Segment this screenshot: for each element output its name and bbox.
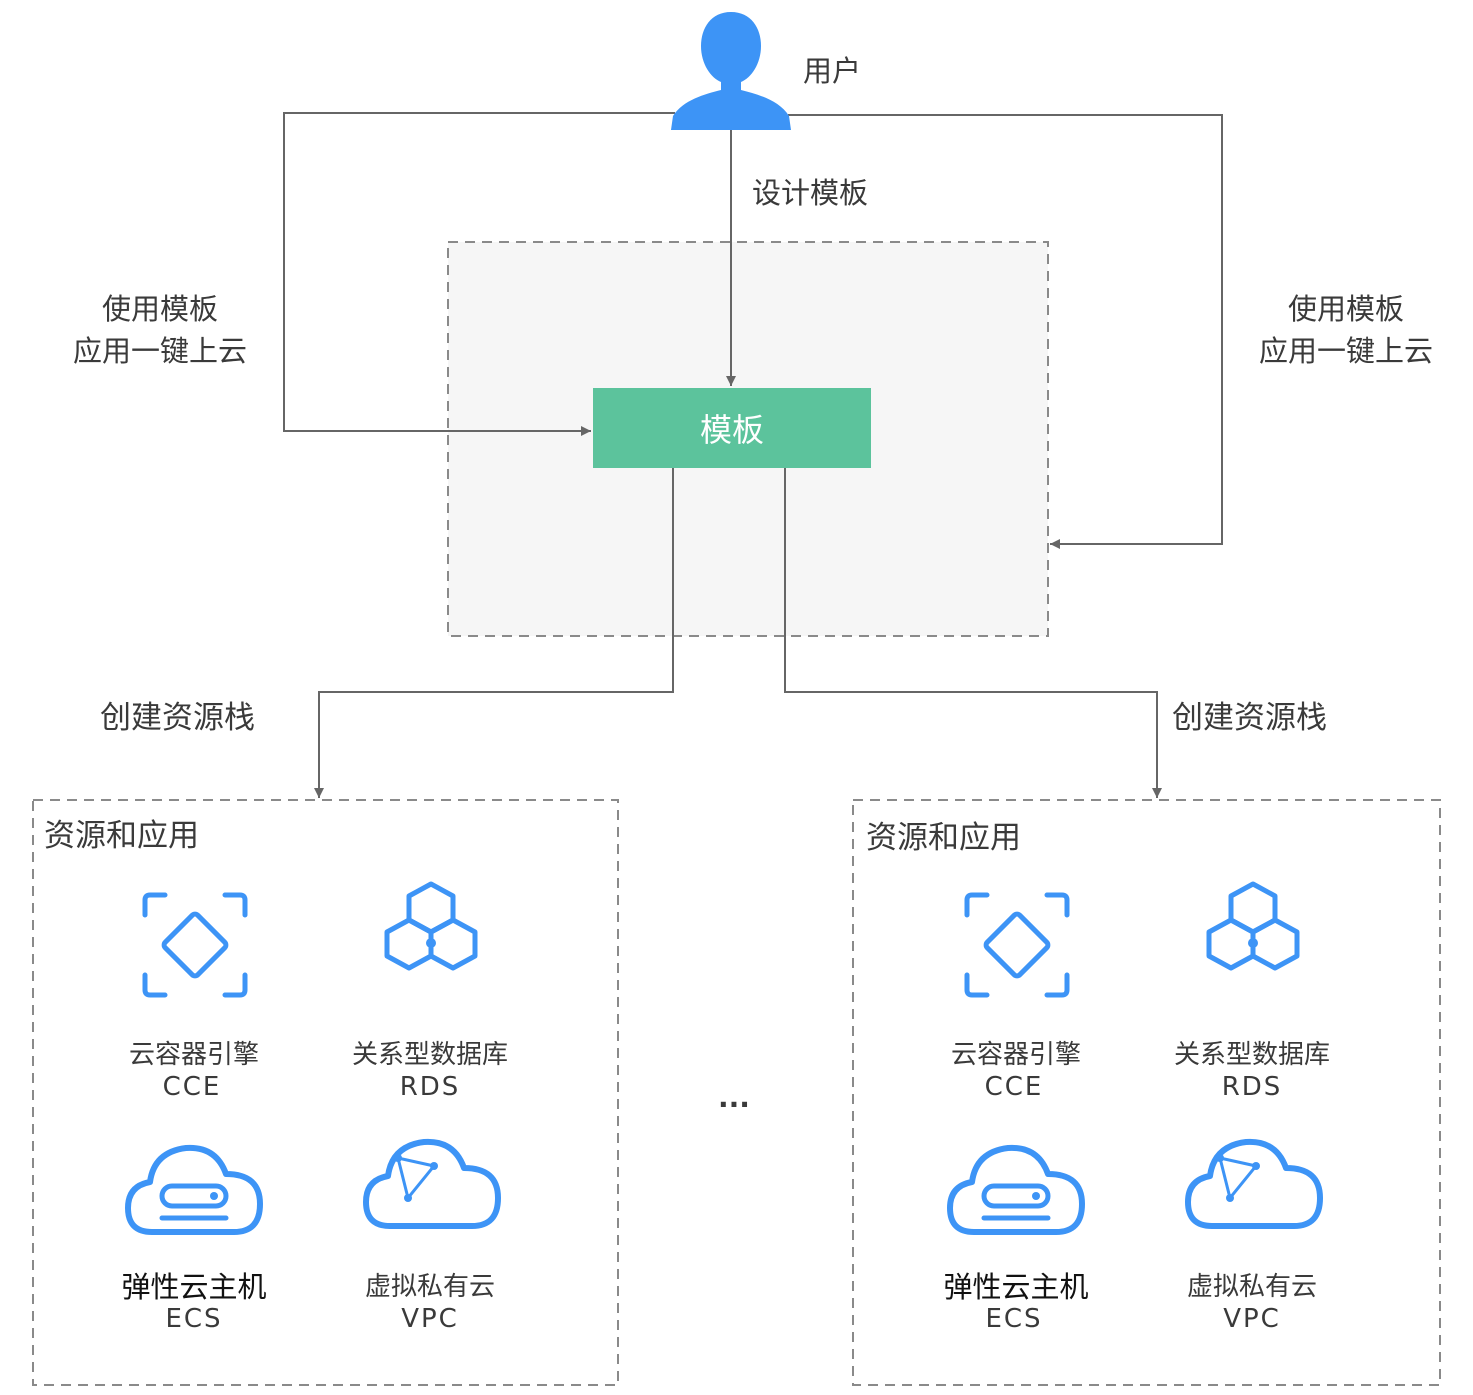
resource-group-right — [852, 799, 1441, 1386]
cce-icon — [142, 892, 248, 998]
service-code: CCE — [162, 1072, 222, 1102]
use-template-line1: 使用模板 — [1287, 292, 1404, 326]
use-template-label-right: 使用模板 应用一键上云 — [1246, 288, 1446, 372]
ecs-icon — [947, 1144, 1085, 1235]
create-stack-label-left: 创建资源栈 — [100, 700, 255, 736]
group-title-left: 资源和应用 — [44, 818, 199, 854]
service-name: 虚拟私有云 — [1186, 1272, 1317, 1302]
resource-group-left — [32, 799, 619, 1386]
service-name: 关系型数据库 — [351, 1040, 508, 1070]
design-template-label: 设计模板 — [752, 176, 869, 210]
use-template-arrow-right — [788, 114, 1223, 549]
service-name: 弹性云主机 — [121, 1270, 267, 1304]
rds-icon — [1206, 881, 1300, 971]
service-name: 云容器引擎 — [950, 1040, 1081, 1070]
service-code: ECS — [985, 1304, 1043, 1334]
cce-icon — [964, 892, 1070, 998]
create-stack-label-right: 创建资源栈 — [1172, 700, 1327, 736]
service-code: VPC — [401, 1304, 459, 1334]
user-icon — [671, 12, 791, 130]
service-name: 弹性云主机 — [943, 1270, 1089, 1304]
more-ellipsis: ... — [718, 1081, 750, 1114]
use-template-arrow-left — [283, 112, 675, 436]
service-name: 虚拟私有云 — [364, 1272, 495, 1302]
service-name: 云容器引擎 — [128, 1040, 259, 1070]
group-title-right: 资源和应用 — [866, 820, 1021, 856]
use-template-line1: 使用模板 — [101, 292, 218, 326]
service-code: RDS — [1221, 1072, 1283, 1102]
user-label: 用户 — [803, 54, 862, 88]
use-template-label-left: 使用模板 应用一键上云 — [60, 288, 260, 372]
template-node: 模板 — [593, 388, 871, 468]
service-name: 关系型数据库 — [1173, 1040, 1330, 1070]
service-code: VPC — [1223, 1304, 1281, 1334]
vpc-icon — [363, 1138, 501, 1229]
create-stack-arrow-left — [314, 468, 674, 798]
vpc-icon — [1185, 1138, 1323, 1229]
service-code: ECS — [165, 1304, 223, 1334]
service-code: RDS — [399, 1072, 461, 1102]
use-template-line2: 应用一键上云 — [1258, 334, 1433, 369]
create-stack-arrow-right — [784, 468, 1162, 798]
rds-icon — [384, 881, 478, 971]
use-template-line2: 应用一键上云 — [72, 334, 247, 369]
ecs-icon — [125, 1144, 263, 1235]
service-code: CCE — [984, 1072, 1044, 1102]
